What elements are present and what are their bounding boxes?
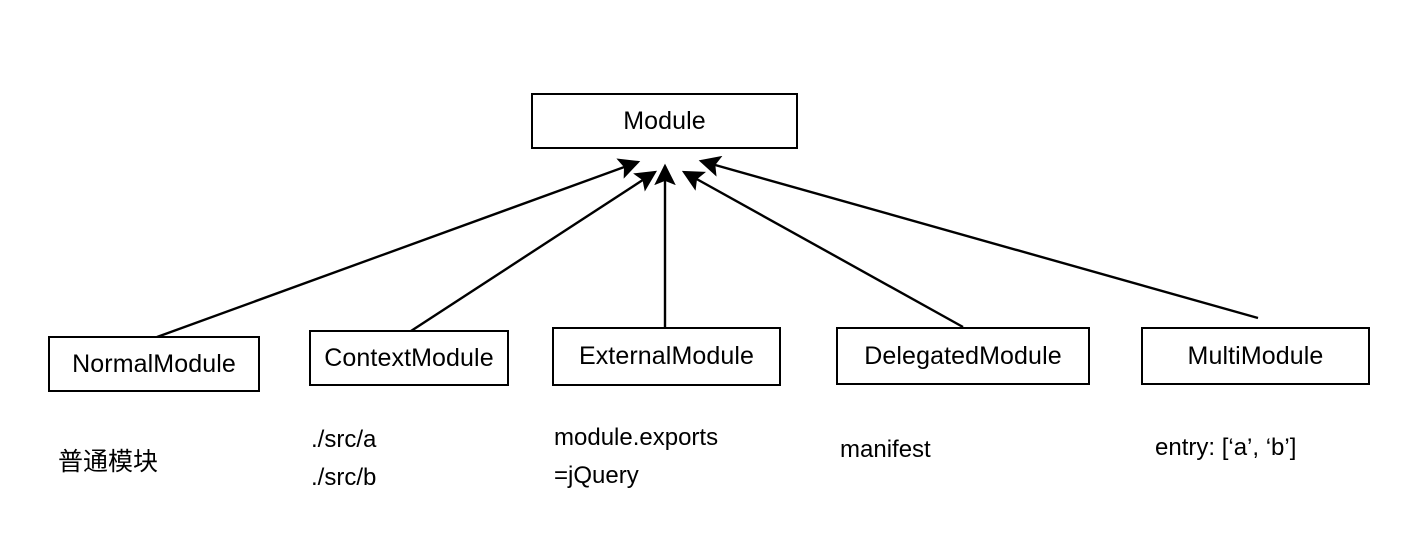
node-delegated-module-label: DelegatedModule xyxy=(864,341,1062,370)
node-module[interactable]: Module xyxy=(531,93,798,149)
node-normal-module[interactable]: NormalModule xyxy=(48,336,260,392)
node-external-module-label: ExternalModule xyxy=(578,342,755,370)
node-normal-module-label: NormalModule xyxy=(72,349,236,378)
caption-external-module-line1: module.exports xyxy=(554,424,719,451)
caption-context-module-line1: ./src/a xyxy=(311,426,377,453)
caption-normal-module: 普通模块 xyxy=(58,447,159,476)
node-multi-module[interactable]: MultiModule xyxy=(1141,327,1370,385)
caption-context-module-line2: ./src/b xyxy=(311,464,377,491)
node-external-module[interactable]: ExternalModule xyxy=(552,327,781,386)
caption-delegated-module: manifest xyxy=(840,436,931,463)
edge-multi-module-to-module xyxy=(698,155,1259,320)
caption-external-module-line2: =jQuery xyxy=(554,462,639,489)
node-context-module-label: ContextModule xyxy=(324,343,494,372)
edge-context-module-to-module xyxy=(410,170,658,333)
node-delegated-module[interactable]: DelegatedModule xyxy=(836,327,1090,385)
node-context-module[interactable]: ContextModule xyxy=(309,330,509,386)
node-module-label: Module xyxy=(623,106,706,135)
caption-multi-module: entry: [‘a’, ‘b’] xyxy=(1155,434,1297,461)
node-multi-module-label: MultiModule xyxy=(1187,341,1324,370)
edge-normal-module-to-module xyxy=(156,158,641,339)
edge-delegated-module-to-module xyxy=(681,170,964,329)
